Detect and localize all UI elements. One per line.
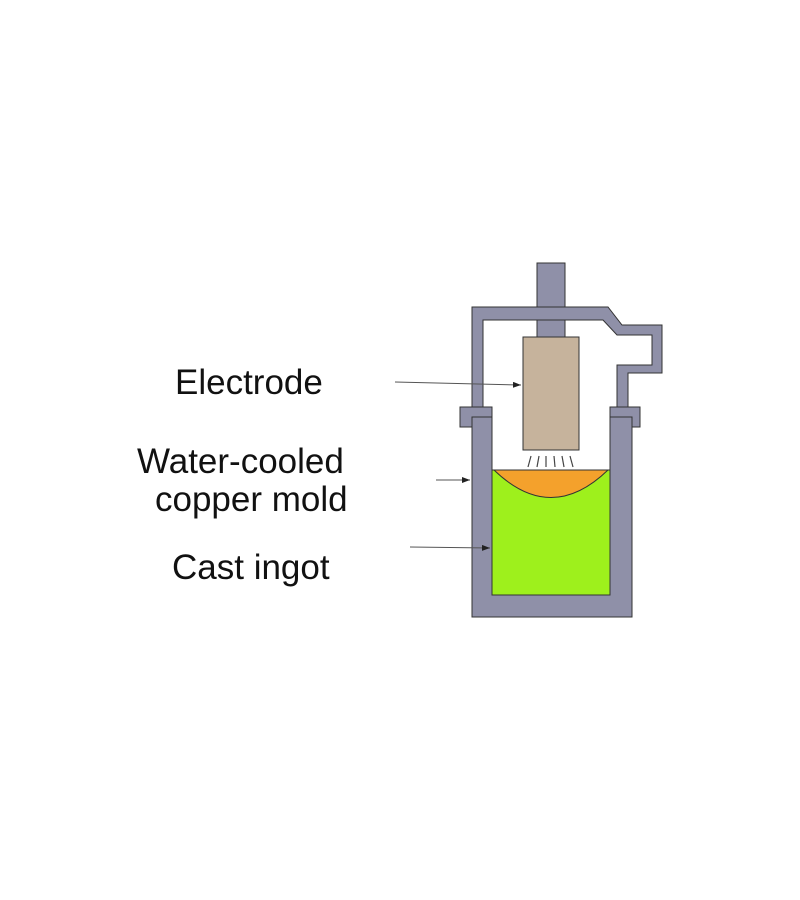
melt-pool bbox=[492, 469, 610, 498]
electrode-stem bbox=[536, 262, 566, 339]
furnace-body bbox=[459, 262, 663, 618]
electrode bbox=[522, 336, 580, 451]
label-mold-line2: copper mold bbox=[155, 480, 348, 519]
arc-sparks bbox=[527, 455, 574, 468]
label-electrode: Electrode bbox=[175, 363, 323, 402]
label-ingot: Cast ingot bbox=[172, 548, 330, 587]
arrow-ingot bbox=[409, 544, 491, 551]
label-mold-line1: Water-cooled bbox=[137, 442, 344, 481]
upper-chamber bbox=[471, 306, 663, 408]
arrow-electrode bbox=[394, 381, 522, 388]
